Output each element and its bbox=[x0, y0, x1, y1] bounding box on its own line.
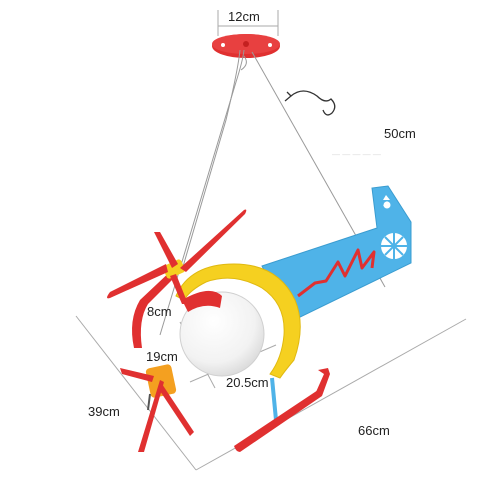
curved-arrow-icon bbox=[284, 90, 336, 116]
overall-length-label: 66cm bbox=[358, 423, 390, 438]
suspension-length-label: 50cm bbox=[384, 126, 416, 141]
canopy-width-dimension bbox=[217, 10, 279, 36]
watermark-text: — — — — — bbox=[332, 150, 381, 159]
canopy-width-label: 12cm bbox=[228, 9, 260, 24]
landing-skid bbox=[234, 368, 330, 452]
overall-height-label: 39cm bbox=[88, 404, 120, 419]
cabin-ring bbox=[175, 263, 301, 379]
main-rotor bbox=[107, 209, 247, 348]
globe-height-label: 19cm bbox=[146, 349, 178, 364]
ceiling-canopy bbox=[212, 34, 280, 58]
tail-boom bbox=[261, 185, 412, 323]
tail-rotor bbox=[120, 364, 194, 452]
globe-diameter-label: 20.5cm bbox=[226, 375, 269, 390]
glass-globe bbox=[179, 290, 265, 377]
globe-small-label: 8cm bbox=[147, 304, 172, 319]
